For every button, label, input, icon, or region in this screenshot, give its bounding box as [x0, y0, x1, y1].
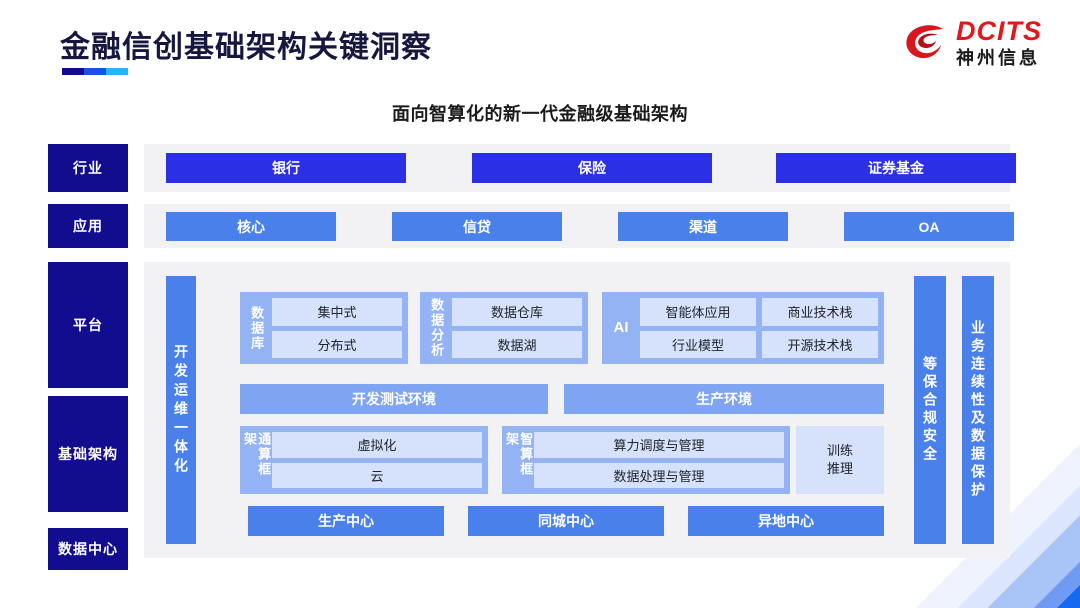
group-caption-database: 数据库	[249, 305, 265, 351]
infra-group-general-compute: 通算框架 虚拟化 云	[240, 426, 488, 494]
logo-text-en: DCITS	[956, 16, 1042, 46]
cell-agent-application[interactable]: 智能体应用	[640, 298, 756, 326]
cell-data-lake[interactable]: 数据湖	[452, 330, 582, 358]
group-row: 集中式	[272, 298, 402, 326]
platform-group-ai: AI 智能体应用 商业技术栈 行业模型 开源技术栈	[602, 292, 884, 364]
devops-pillar[interactable]: 开发运维一体化	[166, 276, 196, 544]
deco-stripe-5	[760, 574, 1080, 608]
platform-group-database: 数据库 集中式 分布式	[240, 292, 408, 364]
cell-opensource-tech-stack[interactable]: 开源技术栈	[762, 330, 878, 358]
lane-label-datacenter: 数据中心	[48, 528, 128, 570]
cell-centralized[interactable]: 集中式	[272, 298, 402, 326]
group-items-general-compute: 虚拟化 云	[272, 432, 482, 488]
logo-text-cn: 神州信息	[956, 48, 1040, 68]
training-label: 训练	[826, 443, 853, 459]
logo-wordmark: DCITS 神州信息	[956, 16, 1042, 68]
lane-label-industry: 行业	[48, 144, 128, 192]
title-underline-segment-2	[84, 68, 106, 75]
application-item-oa[interactable]: OA	[844, 212, 1014, 241]
environment-dev-test[interactable]: 开发测试环境	[240, 384, 548, 414]
group-row: 行业模型 开源技术栈	[640, 330, 878, 358]
application-item-channel[interactable]: 渠道	[618, 212, 788, 241]
platform-group-data-analytics: 数据分析 数据仓库 数据湖	[420, 292, 588, 364]
cell-industry-model[interactable]: 行业模型	[640, 330, 756, 358]
group-row: 智能体应用 商业技术栈	[640, 298, 878, 326]
lane-label-infrastructure: 基础架构	[48, 396, 128, 512]
infra-training-inference[interactable]: 训练 推理	[796, 426, 884, 494]
group-items-data-analytics: 数据仓库 数据湖	[452, 298, 582, 358]
group-items-database: 集中式 分布式	[272, 298, 402, 358]
cell-cloud[interactable]: 云	[272, 462, 482, 488]
cell-data-warehouse[interactable]: 数据仓库	[452, 298, 582, 326]
group-row: 数据仓库	[452, 298, 582, 326]
group-caption-intelligent-compute: 智算框架	[504, 432, 534, 477]
group-caption-data-analytics: 数据分析	[429, 298, 445, 358]
lane-label-platform: 平台	[48, 262, 128, 388]
industry-item-securities-funds[interactable]: 证券基金	[776, 153, 1016, 183]
industry-panel: 银行 保险 证券基金	[144, 144, 1016, 192]
cell-virtualization[interactable]: 虚拟化	[272, 432, 482, 458]
industry-item-bank[interactable]: 银行	[166, 153, 406, 183]
application-item-core[interactable]: 核心	[166, 212, 336, 241]
group-row: 虚拟化	[272, 432, 482, 458]
company-logo: DCITS 神州信息	[902, 18, 1042, 67]
group-row: 云	[272, 462, 482, 488]
application-panel: 核心 信贷 渠道 OA	[144, 204, 1014, 248]
page-title: 金融信创基础架构关键洞察	[60, 31, 432, 64]
group-row: 算力调度与管理	[534, 432, 784, 458]
title-underline-segment-3	[106, 68, 128, 75]
lane-label-application: 应用	[48, 204, 128, 248]
cell-distributed[interactable]: 分布式	[272, 330, 402, 358]
title-underline	[62, 68, 128, 75]
cell-data-processing[interactable]: 数据处理与管理	[534, 462, 784, 488]
group-items-intelligent-compute: 算力调度与管理 数据处理与管理	[534, 432, 784, 488]
diagram-subtitle: 面向智算化的新一代金融级基础架构	[392, 104, 688, 124]
application-item-credit[interactable]: 信贷	[392, 212, 562, 241]
datacenter-metro[interactable]: 同城中心	[468, 506, 664, 536]
cell-commercial-tech-stack[interactable]: 商业技术栈	[762, 298, 878, 326]
group-row: 数据处理与管理	[534, 462, 784, 488]
group-row: 数据湖	[452, 330, 582, 358]
datacenter-production[interactable]: 生产中心	[248, 506, 444, 536]
datacenter-remote[interactable]: 异地中心	[688, 506, 884, 536]
industry-item-insurance[interactable]: 保险	[472, 153, 712, 183]
group-row: 分布式	[272, 330, 402, 358]
dcits-swirl-icon	[902, 20, 948, 66]
group-caption-ai: AI	[613, 318, 629, 336]
pillar-security-compliance[interactable]: 等保合规安全	[914, 276, 946, 544]
group-items-ai: 智能体应用 商业技术栈 行业模型 开源技术栈	[640, 298, 878, 358]
environment-production[interactable]: 生产环境	[564, 384, 884, 414]
inference-label: 推理	[826, 461, 853, 476]
infra-group-intelligent-compute: 智算框架 算力调度与管理 数据处理与管理	[502, 426, 790, 494]
cell-compute-scheduling[interactable]: 算力调度与管理	[534, 432, 784, 458]
title-underline-segment-1	[62, 68, 84, 75]
group-caption-general-compute: 通算框架	[242, 432, 272, 477]
pillar-business-continuity[interactable]: 业务连续性及数据保护	[962, 276, 994, 544]
